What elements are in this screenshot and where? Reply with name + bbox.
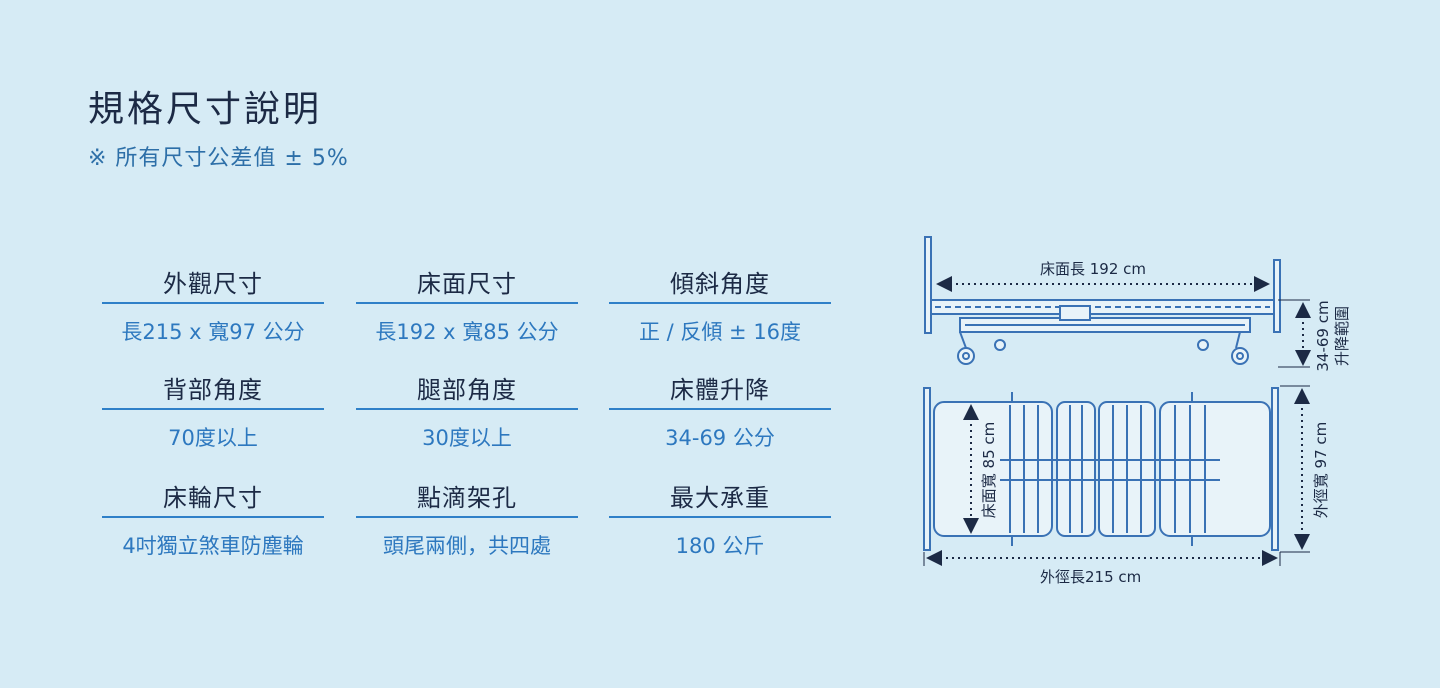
spec-item-caster-size: 床輪尺寸 4吋獨立煞車防塵輪: [102, 482, 324, 560]
spec-item-iv-pole-holes: 點滴架孔 頭尾兩側，共四處: [356, 482, 578, 560]
divider: [356, 516, 578, 518]
spec-label: 傾斜角度: [670, 270, 770, 298]
spec-value: 長215 x 寬97 公分: [121, 320, 305, 344]
spec-item-max-load: 最大承重 180 公斤: [609, 482, 831, 560]
spec-value: 長192 x 寬85 公分: [375, 320, 559, 344]
spec-label: 最大承重: [670, 484, 770, 512]
lift-range-label: 34-69 cm: [1314, 300, 1332, 371]
spec-item-outer-size: 外觀尺寸 長215 x 寬97 公分: [102, 268, 324, 346]
spec-label: 床體升降: [670, 376, 770, 404]
spec-value: 70度以上: [168, 426, 258, 450]
spec-item-bed-lift: 床體升降 34-69 公分: [609, 374, 831, 452]
outer-length-label: 外徑長215 cm: [1040, 568, 1141, 586]
spec-label: 床輪尺寸: [163, 484, 263, 512]
bed-length-label: 床面長 192 cm: [1040, 260, 1146, 278]
spec-value: 正 / 反傾 ± 16度: [638, 320, 802, 344]
spec-item-back-angle: 背部角度 70度以上: [102, 374, 324, 452]
divider: [102, 302, 324, 304]
divider: [356, 408, 578, 410]
spec-value: 4吋獨立煞車防塵輪: [122, 534, 304, 558]
divider: [356, 302, 578, 304]
divider: [609, 516, 831, 518]
divider: [609, 408, 831, 410]
bed-side-view: [924, 236, 1281, 365]
bed-width-label: 床面寬 85 cm: [980, 422, 998, 518]
spec-label: 床面尺寸: [417, 270, 517, 298]
spec-value: 34-69 公分: [665, 426, 775, 450]
spec-item-tilt-angle: 傾斜角度 正 / 反傾 ± 16度: [609, 268, 831, 346]
spec-label: 腿部角度: [417, 376, 517, 404]
spec-item-leg-angle: 腿部角度 30度以上: [356, 374, 578, 452]
page-title: 規格尺寸說明: [88, 89, 323, 130]
spec-label: 外觀尺寸: [163, 270, 263, 298]
tolerance-note: ※ 所有尺寸公差值 ± 5%: [88, 146, 349, 171]
outer-width-label: 外徑寬 97 cm: [1312, 422, 1330, 518]
spec-value: 頭尾兩側，共四處: [383, 534, 551, 558]
bed-top-view: [923, 387, 1279, 551]
divider: [102, 408, 324, 410]
lift-range-label-2: 升降範圍: [1333, 306, 1351, 366]
spec-value: 180 公斤: [675, 534, 765, 558]
spec-label: 點滴架孔: [417, 484, 517, 512]
spec-label: 背部角度: [163, 376, 263, 404]
divider: [609, 302, 831, 304]
spec-item-bed-surface: 床面尺寸 長192 x 寬85 公分: [356, 268, 578, 346]
divider: [102, 516, 324, 518]
spec-value: 30度以上: [422, 426, 512, 450]
